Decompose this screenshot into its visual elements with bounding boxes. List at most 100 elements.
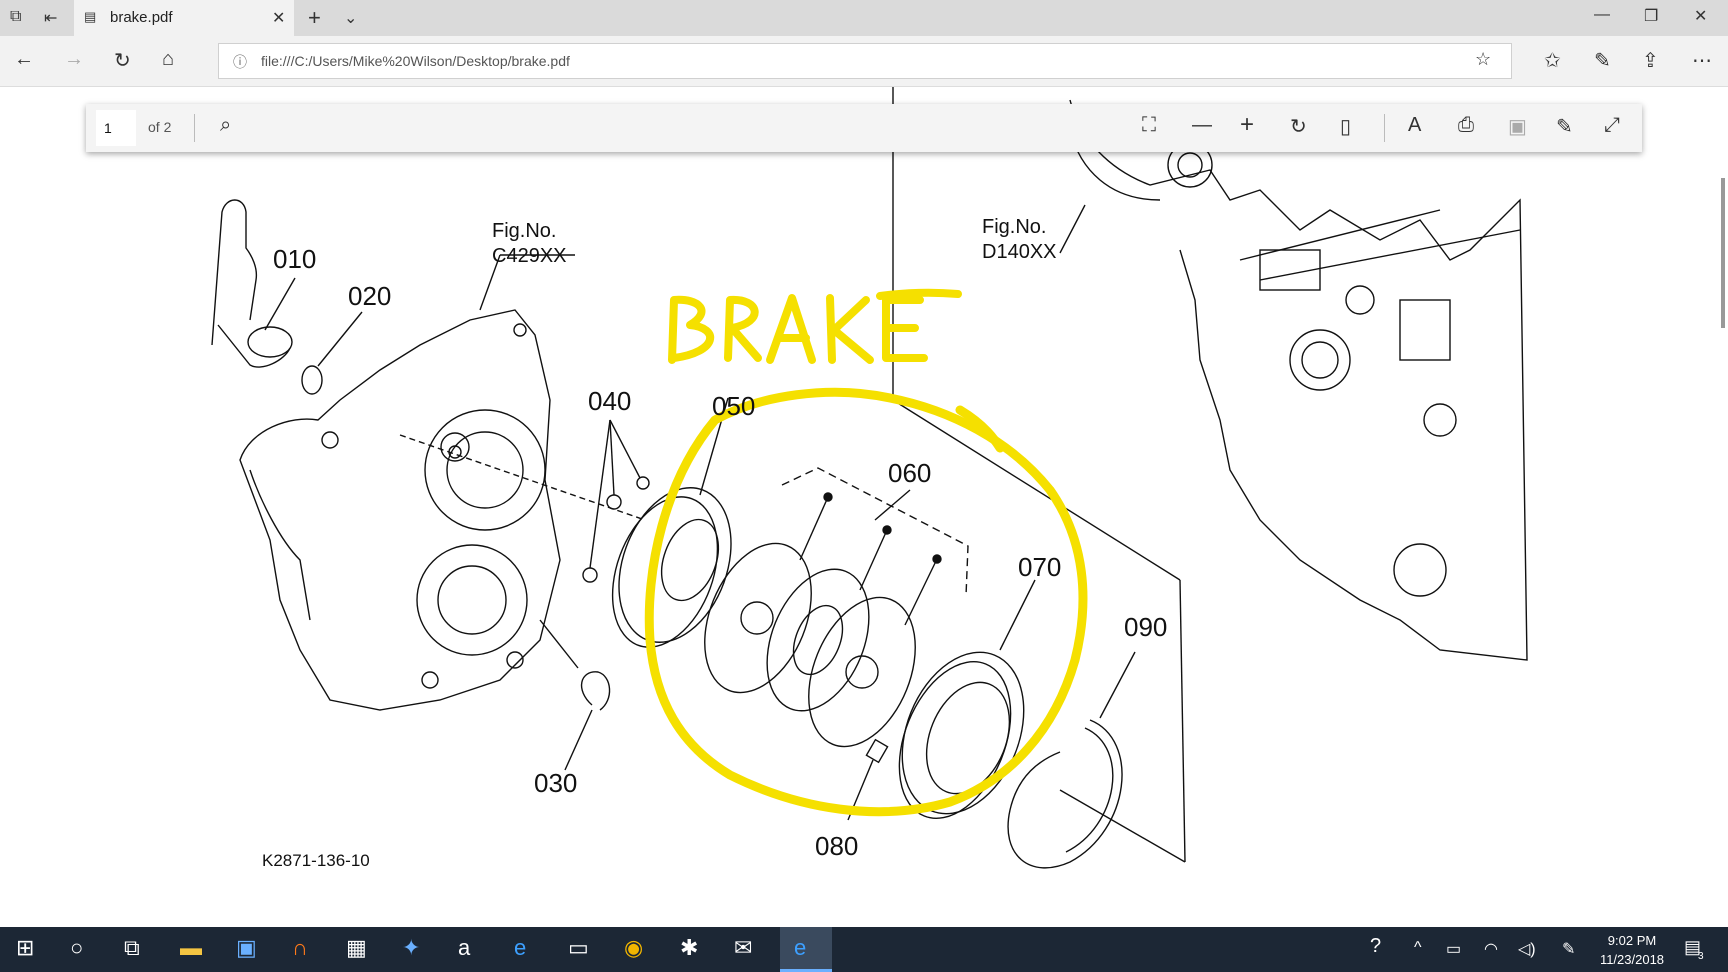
- close-window-icon[interactable]: ✕: [1694, 8, 1708, 25]
- pin-040-c: [636, 476, 650, 490]
- leader-010: [264, 277, 296, 331]
- leader-040-a: [589, 419, 611, 569]
- minimize-icon[interactable]: —: [1594, 6, 1610, 23]
- page-count: of 2: [148, 119, 172, 135]
- pdf-page-area: [0, 87, 1728, 927]
- favorite-star-icon[interactable]: ☆: [1475, 49, 1492, 69]
- fig-left-label-line2: C429XX: [492, 245, 567, 267]
- refresh-icon[interactable]: ↻: [114, 50, 131, 72]
- pin-080: [865, 738, 889, 764]
- cortana-search-icon[interactable]: ○: [70, 935, 84, 960]
- pdf-toolbar: 1 of 2 ⌕ ⛶ — + ↻ ▯ A ⎙ ▣ ✎ ⤢: [86, 104, 1642, 152]
- label-060: 060: [888, 458, 931, 488]
- pdf-file-icon: ▤: [84, 9, 97, 24]
- circlip-030: [580, 671, 611, 711]
- headset-app-icon[interactable]: ∩: [292, 935, 308, 960]
- address-bar-row: ← → ↻ ⌂ ⓘ file:///C:/Users/Mike%20Wilson…: [0, 36, 1728, 87]
- fig-left-label-line1: Fig.No.: [492, 220, 556, 242]
- fig-right-label-line1: Fig.No.: [982, 216, 1046, 238]
- snap-ring-090: [1007, 719, 1123, 869]
- tab-preview-icon[interactable]: ⧉: [10, 8, 22, 25]
- dropbox-icon[interactable]: ✦: [402, 935, 421, 960]
- save-as-icon[interactable]: ✎: [1556, 116, 1573, 138]
- fig-right-leader: [1059, 204, 1086, 254]
- task-view-icon[interactable]: ⧉: [124, 935, 140, 960]
- read-aloud-icon[interactable]: A: [1408, 114, 1422, 136]
- right-bore-2: [1393, 543, 1447, 597]
- leader-020: [317, 311, 363, 367]
- web-note-icon[interactable]: ✎: [1594, 50, 1611, 72]
- show-hidden-icons-chevron[interactable]: ^: [1414, 939, 1422, 956]
- page-view-icon[interactable]: ▯: [1340, 116, 1352, 138]
- set-tabs-aside-icon[interactable]: ⇤: [44, 10, 58, 27]
- close-tab-icon[interactable]: ✕: [272, 10, 286, 27]
- terminal-icon[interactable]: ▭: [568, 935, 589, 960]
- scrollbar[interactable]: [1721, 178, 1725, 328]
- housing-bore-lower: [416, 544, 528, 656]
- divider: [194, 114, 195, 142]
- print-icon[interactable]: ⎙: [1458, 114, 1474, 136]
- search-icon[interactable]: ⌕: [220, 114, 232, 136]
- restore-icon[interactable]: ❐: [1644, 8, 1659, 25]
- o-ring-020: [301, 365, 323, 395]
- frame-line-top: [892, 399, 1181, 581]
- crank-shaft: [247, 326, 293, 358]
- tab-strip: ⧉ ⇤ ▤ brake.pdf ✕ + ⌄ — ❐ ✕: [0, 0, 1728, 36]
- label-070: 070: [1018, 552, 1061, 582]
- highlight-circle: [644, 387, 1088, 817]
- save-icon[interactable]: ▣: [1508, 116, 1527, 138]
- right-bore-1: [1289, 329, 1351, 391]
- chrome-icon[interactable]: ◉: [624, 935, 644, 960]
- back-icon[interactable]: ←: [14, 48, 34, 70]
- wifi-icon[interactable]: ◠: [1484, 941, 1498, 958]
- zoom-out-icon[interactable]: —: [1192, 114, 1212, 136]
- help-icon[interactable]: ?: [1370, 935, 1382, 957]
- fig-left-leader: [479, 254, 501, 311]
- pen-workspace-icon[interactable]: ✎: [1562, 941, 1576, 958]
- more-menu-icon[interactable]: ⋯: [1692, 50, 1712, 72]
- fig-right-label-line2: D140XX: [982, 241, 1057, 263]
- rotate-icon[interactable]: ↻: [1290, 116, 1307, 138]
- leader-070: [999, 579, 1036, 651]
- store-icon[interactable]: ▦: [346, 935, 367, 960]
- brake-handwriting: [668, 288, 962, 364]
- edge-icon: e: [794, 935, 807, 960]
- leader-060: [874, 489, 911, 521]
- label-040: 040: [588, 386, 631, 416]
- label-020: 020: [348, 281, 391, 311]
- fit-page-icon[interactable]: ⛶: [1142, 114, 1156, 136]
- volume-icon[interactable]: ◁): [1518, 941, 1536, 958]
- address-field[interactable]: ⓘ file:///C:/Users/Mike%20Wilson/Desktop…: [218, 43, 1512, 79]
- internet-explorer-icon[interactable]: e: [514, 935, 527, 960]
- friction-disc-1: [704, 542, 812, 694]
- file-explorer-icon[interactable]: ▬: [180, 935, 202, 960]
- notification-count: 3: [1698, 951, 1704, 962]
- page-number-input[interactable]: 1: [96, 110, 136, 146]
- new-tab-icon[interactable]: +: [308, 5, 321, 30]
- home-icon[interactable]: ⌂: [162, 48, 175, 70]
- divider: [1384, 114, 1385, 142]
- system-clock[interactable]: 9:02 PM 11/23/2018: [1596, 931, 1668, 969]
- hp-app-icon[interactable]: ✱: [680, 935, 699, 960]
- tab-brake-pdf[interactable]: ▤ brake.pdf ✕: [74, 0, 294, 36]
- share-icon[interactable]: ⇪: [1642, 50, 1659, 72]
- edge-taskbar-button[interactable]: e: [780, 927, 832, 972]
- tab-title: brake.pdf: [110, 9, 173, 26]
- label-030: 030: [534, 768, 577, 798]
- plate-050: [618, 487, 732, 643]
- friction-disc-2: [808, 596, 916, 748]
- action-center-icon[interactable]: ▤: [1684, 937, 1702, 957]
- separator-plate: [766, 568, 870, 712]
- fullscreen-icon[interactable]: ⤢: [1604, 114, 1620, 136]
- label-090: 090: [1124, 612, 1167, 642]
- forward-icon[interactable]: →: [64, 48, 84, 70]
- mail-icon[interactable]: ✉: [734, 935, 753, 960]
- tab-list-chevron-icon[interactable]: ⌄: [344, 10, 358, 27]
- zoom-in-icon[interactable]: +: [1240, 111, 1255, 138]
- windows-start-icon[interactable]: ⊞: [16, 935, 35, 960]
- favorites-hub-icon[interactable]: ✩: [1544, 50, 1561, 72]
- battery-icon[interactable]: ▭: [1446, 941, 1462, 958]
- remote-desktop-icon[interactable]: ▣: [236, 935, 257, 960]
- amazon-icon[interactable]: a: [458, 935, 471, 960]
